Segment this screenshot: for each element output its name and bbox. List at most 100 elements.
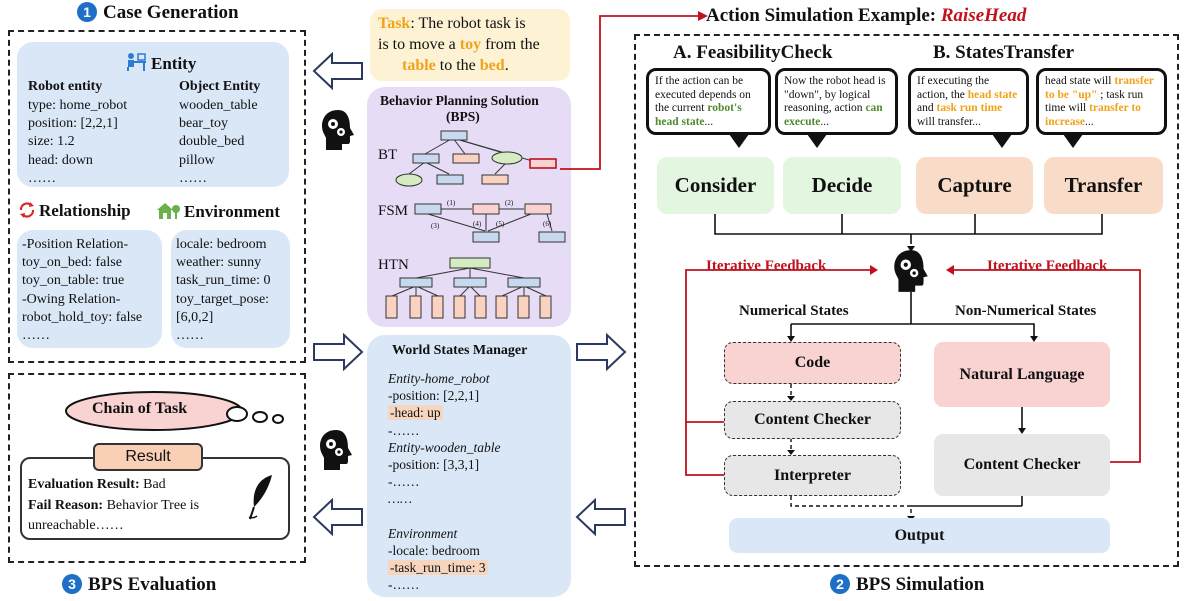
environment-panel <box>171 230 290 348</box>
cycle-arrows-icon <box>19 202 35 218</box>
fsm-edge-label: (1) <box>447 199 456 207</box>
entity-heading: Entity <box>125 52 196 74</box>
task-box <box>370 9 570 81</box>
decide-step: Decide <box>783 157 901 214</box>
content-checker-left-node: Content Checker <box>724 401 901 439</box>
output-node: Output <box>729 518 1110 553</box>
interpreter-node: Interpreter <box>724 455 901 496</box>
environment-heading: Environment <box>155 200 280 222</box>
chain-of-task-cloud <box>65 391 284 431</box>
robot-entity-line: size: 1.2 <box>28 134 75 150</box>
task-text-line-1: Task: The robot task is <box>378 15 526 32</box>
htn-diagram <box>385 257 552 319</box>
transfer-step: Transfer <box>1044 157 1163 214</box>
bps-title-2: (BPS) <box>446 109 480 124</box>
relationship-line: -Owing Relation- <box>22 291 121 307</box>
simulation-flow-lines <box>685 214 1141 521</box>
entity-panel <box>17 42 289 187</box>
capture-speech-bubble: If executing the action, the head state … <box>908 68 1029 135</box>
behavior-tree-diagram <box>395 130 557 187</box>
bubble-tail <box>729 134 749 148</box>
world-states-panel <box>367 335 571 597</box>
right-arrow-icon <box>313 333 364 371</box>
object-entity-title: Object Entity <box>179 79 261 94</box>
action-example-title: Action Simulation Example: RaiseHead <box>706 5 1027 26</box>
fail-reason-line-2: unreachable…… <box>28 518 124 533</box>
fail-reason-line: Fail Reason: Behavior Tree is <box>28 498 200 513</box>
numerical-states-label: Numerical States <box>739 303 849 319</box>
relationship-heading: Relationship <box>17 200 131 221</box>
chain-of-task-label: Chain of Task <box>92 400 188 417</box>
world-state-line: -position: [2,2,1] <box>388 388 480 404</box>
relationship-line: …… <box>22 328 50 344</box>
fsm-label: FSM <box>378 203 409 219</box>
result-tab: Result <box>93 443 203 471</box>
quill-pen-icon <box>248 475 272 520</box>
robot-entity-line: head: down <box>28 152 93 168</box>
fsm-edge-label: (2) <box>505 199 514 207</box>
relationship-panel <box>17 230 162 348</box>
ai-head-icon <box>322 110 354 150</box>
consider-speech-bubble: If the action can be executed depends on… <box>646 68 771 135</box>
world-state-line: -position: [3,3,1] <box>388 457 480 473</box>
evaluation-result-line: Evaluation Result: Bad <box>28 477 166 492</box>
world-state-line: -…… <box>388 474 420 490</box>
task-text-line-3: table to the bed. <box>402 57 509 74</box>
robot-entity-title: Robot entity <box>28 79 103 94</box>
iterative-feedback-left: Iterative Feedback <box>706 258 827 274</box>
environment-line: locale: bedroom <box>176 237 267 252</box>
section-number-badge: 2 <box>830 574 850 594</box>
case-generation-frame <box>8 30 306 363</box>
relationship-line: -Position Relation- <box>22 237 129 252</box>
fsm-diagram: (1) (2) (3) (4) (5) (6) <box>414 199 566 243</box>
fsm-edge-label: (3) <box>431 222 440 230</box>
states-transfer-title: B. StatesTransfer <box>933 42 1075 63</box>
object-entity-line: double_bed <box>179 134 245 150</box>
bps-title: Behavior Planning Solution <box>380 93 539 108</box>
bps-evaluation-frame <box>8 373 306 563</box>
decide-speech-bubble: Now the robot head is "down", by logical… <box>775 68 898 135</box>
object-entity-line: pillow <box>179 152 215 168</box>
fsm-edge-label: (6) <box>543 220 552 228</box>
left-arrow-icon <box>575 498 626 536</box>
feasibility-check-title: A. FeasibilityCheck <box>673 42 833 63</box>
natural-language-node: Natural Language <box>934 342 1110 407</box>
world-states-list: Entity-home_robot-position: [2,2,1]-head… <box>388 370 500 594</box>
consider-step: Consider <box>657 157 774 214</box>
task-text-line-2: is to move a toy from the <box>378 36 540 53</box>
world-state-line: -…… <box>388 422 420 438</box>
robot-entity-line: position: [2,2,1] <box>28 116 118 132</box>
section-number-badge: 3 <box>62 574 82 594</box>
object-entity-line: wooden_table <box>179 98 258 113</box>
environment-line: task_run_time: 0 <box>176 273 271 289</box>
capture-step: Capture <box>916 157 1033 214</box>
desk-person-icon <box>127 53 146 71</box>
example-connector <box>560 11 708 170</box>
right-arrow-icon <box>576 333 627 371</box>
relationship-line: toy_on_bed: false <box>22 255 122 271</box>
bps-simulation-frame <box>634 34 1179 567</box>
robot-entity-line: …… <box>28 170 56 186</box>
ai-head-icon <box>894 250 928 292</box>
world-state-line: -task_run_time: 3 <box>388 560 488 576</box>
world-state-line: -head: up <box>388 405 443 421</box>
content-checker-right-node: Content Checker <box>934 434 1110 496</box>
world-states-title: World States Manager <box>392 343 528 358</box>
left-arrow-icon <box>312 52 363 90</box>
world-state-line: -…… <box>388 577 420 593</box>
environment-line: …… <box>176 328 204 344</box>
left-arrow-icon <box>312 498 363 536</box>
section-number-badge: 1 <box>77 2 97 22</box>
code-node: Code <box>724 342 901 384</box>
environment-line: toy_target_pose: <box>176 291 270 307</box>
bubble-tail <box>1063 134 1083 148</box>
object-entity-line: …… <box>179 170 207 186</box>
non-numerical-states-label: Non-Numerical States <box>955 303 1097 319</box>
